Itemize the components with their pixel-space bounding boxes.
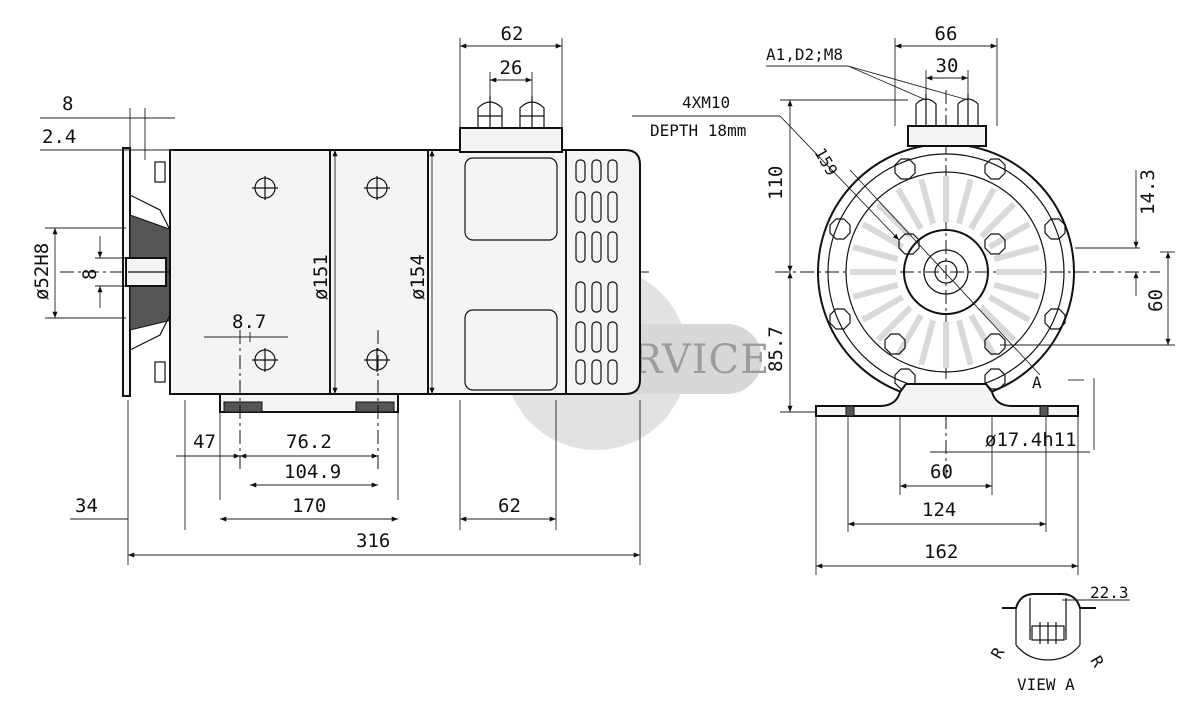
dim-flange-8: 8 — [62, 93, 73, 115]
fan-fin — [993, 282, 1040, 300]
dim-hole-17-4: ø17.4h11 — [985, 429, 1077, 451]
dim-height-110: 110 — [765, 166, 787, 200]
fan-fin — [861, 221, 905, 250]
housing-rear — [427, 149, 567, 395]
dim-end-30: 30 — [936, 55, 959, 77]
fan-fin — [861, 294, 905, 323]
dim-foot-162: 162 — [924, 541, 958, 563]
fan-fin — [852, 282, 899, 300]
dim-foot-124: 124 — [922, 499, 956, 521]
fan-fin — [968, 187, 997, 231]
view-a-caption: VIEW A — [1017, 675, 1075, 694]
fan-fins — [850, 176, 1042, 368]
radius-left: R — [987, 644, 1008, 662]
dim-22-3: 22.3 — [1090, 583, 1129, 602]
fan-fin — [979, 201, 1017, 239]
dim-bolt-60-vertical: 60 — [1145, 289, 1167, 312]
mounting-foot — [219, 393, 399, 413]
dim-shaft-diameter: 8 — [79, 269, 101, 280]
dim-104-9: 104.9 — [284, 461, 341, 483]
fan-fin — [875, 305, 913, 343]
terminal-studs — [477, 96, 545, 128]
brush-window-bottom — [464, 309, 558, 391]
foot-hatch-right — [355, 401, 395, 413]
dim-terminal-width: 62 — [501, 23, 524, 45]
fan-fin — [918, 178, 936, 225]
end-shaft — [934, 260, 958, 284]
end-terminal-block — [907, 125, 987, 147]
fan-cover — [565, 149, 641, 395]
fan-ring — [845, 171, 1047, 373]
dim-foot-hole: 8.7 — [232, 311, 266, 333]
view-a-detail: 22.3 R R VIEW A — [987, 583, 1130, 694]
fan-fin — [968, 313, 997, 357]
fan-fin — [979, 305, 1017, 343]
end-hub — [903, 229, 989, 315]
dim-62-bottom: 62 — [498, 495, 521, 517]
section-mark-a: A — [1032, 373, 1042, 392]
thread-callout-size: 4XM10 — [682, 93, 730, 112]
dim-stud-pitch: 26 — [500, 57, 523, 79]
fan-fin — [895, 313, 924, 357]
fan-fin — [987, 294, 1031, 323]
fan-fin — [987, 221, 1031, 250]
terminal-block — [459, 127, 563, 153]
fan-fin — [993, 244, 1040, 262]
flange-bolt-bottom — [154, 361, 166, 383]
fan-slots — [575, 159, 618, 385]
dim-34: 34 — [75, 495, 98, 517]
end-terminal-studs — [915, 94, 979, 126]
dim-170: 170 — [292, 495, 326, 517]
radius-right: R — [1087, 653, 1108, 671]
dim-end-66: 66 — [935, 23, 958, 45]
dim-pilot-diameter: ø52H8 — [31, 243, 53, 300]
fan-fin — [875, 201, 913, 239]
dim-housing-151: ø151 — [310, 254, 332, 300]
fan-fin — [956, 319, 974, 366]
fan-fin — [956, 178, 974, 225]
view-a-radius — [1015, 644, 1081, 661]
fan-fin — [852, 244, 899, 262]
end-view: 66 30 A1,D2;M8 4XM10 DEPTH 18mm 159 110 … — [632, 23, 1175, 575]
motor-housing — [169, 149, 429, 395]
dim-offset-14-3: 14.3 — [1137, 169, 1159, 215]
dim-housing-154: ø154 — [407, 254, 429, 300]
end-bearing — [923, 249, 969, 295]
flange-bolt-top — [154, 161, 166, 183]
dim-height-85-7: 85.7 — [765, 326, 787, 372]
end-bolts — [829, 158, 1066, 390]
dim-47: 47 — [193, 431, 216, 453]
view-a-outline — [1002, 593, 1096, 609]
dim-76-2: 76.2 — [286, 431, 332, 453]
foot-hatch-left — [223, 401, 263, 413]
dim-pcd-159: 159 — [811, 145, 842, 180]
end-mounting-foot — [815, 383, 1079, 417]
fan-fin — [895, 187, 924, 231]
brush-window-top — [464, 157, 558, 241]
side-view: 62 26 8 2.4 ø52H8 8 ø151 ø154 8.7 — [31, 23, 650, 565]
housing-bolts — [252, 176, 390, 372]
dim-flange-2-4: 2.4 — [42, 126, 76, 148]
dim-foot-60: 60 — [930, 461, 953, 483]
fan-fin — [918, 319, 936, 366]
terminal-callout: A1,D2;M8 — [766, 45, 843, 64]
dim-overall-length: 316 — [356, 530, 390, 552]
thread-callout-depth: DEPTH 18mm — [650, 121, 746, 140]
